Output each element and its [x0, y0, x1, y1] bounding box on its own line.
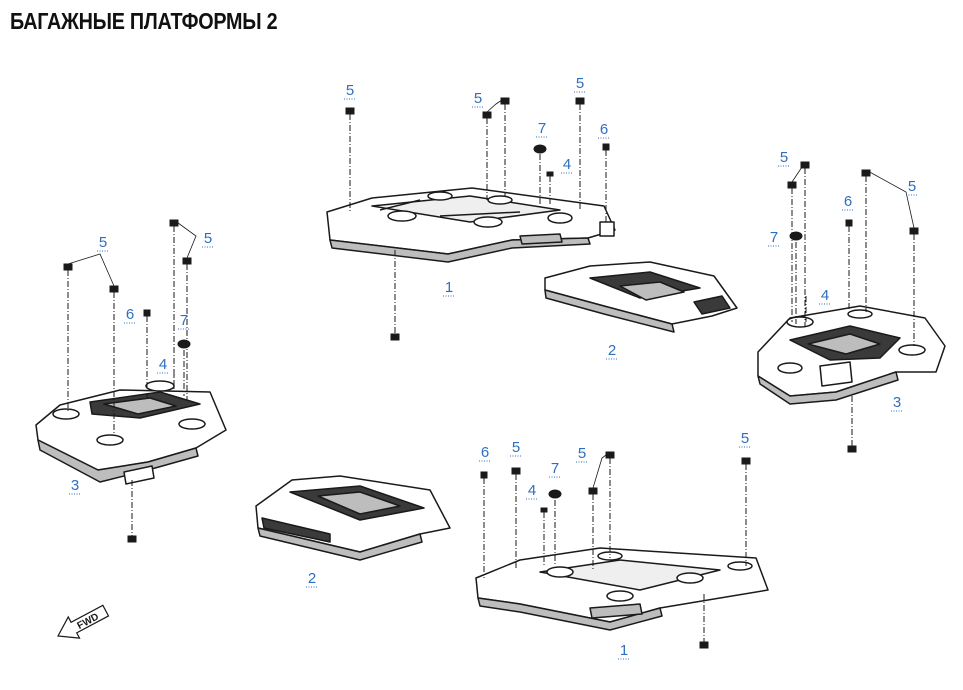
callout-number: 4 [821, 287, 829, 304]
callout-number: 7 [551, 460, 559, 477]
callout-c16: 5 [906, 178, 918, 196]
callout-c21: 2 [306, 570, 318, 588]
callout-c11: 6 [124, 306, 136, 324]
callout-number: 3 [893, 394, 901, 411]
page-title: БАГАЖНЫЕ ПЛАТФОРМЫ 2 [10, 8, 278, 34]
callout-number: 6 [844, 193, 852, 210]
callout-c28: 1 [618, 642, 630, 660]
callout-number: 5 [741, 430, 749, 447]
callout-c17: 7 [768, 229, 780, 247]
callout-number: 5 [780, 149, 788, 166]
callout-number: 5 [908, 178, 916, 195]
callout-c26: 5 [739, 430, 751, 448]
callout-number: 5 [99, 234, 107, 251]
callout-c12: 7 [178, 312, 190, 330]
callout-number: 6 [481, 444, 489, 461]
callout-number: 5 [474, 90, 482, 107]
callout-number: 7 [538, 120, 546, 137]
callout-c4: 7 [536, 120, 548, 138]
callout-c3: 5 [574, 75, 586, 93]
callout-c2: 5 [472, 90, 484, 108]
callout-number: 3 [71, 477, 79, 494]
callout-number: 4 [563, 156, 571, 173]
callout-number: 7 [770, 229, 778, 246]
leader-lines [67, 97, 915, 489]
callout-c1: 5 [344, 82, 356, 100]
callout-c20: 3 [891, 394, 903, 412]
callout-c8: 2 [606, 342, 618, 360]
callout-number: 7 [180, 312, 188, 329]
callout-c14: 3 [69, 477, 81, 495]
callout-c18: 6 [842, 193, 854, 211]
callout-number: 6 [600, 121, 608, 138]
rack-cover-part-2-bottom [255, 475, 451, 561]
callout-c22: 6 [479, 444, 491, 462]
rack-platform-part-1-bottom [475, 547, 769, 631]
callout-number: 2 [608, 342, 616, 359]
direction-arrow-label: FWD [76, 611, 101, 631]
callout-c5: 6 [598, 121, 610, 139]
callout-c24: 7 [549, 460, 561, 478]
fasteners [63, 97, 919, 649]
callout-number: 5 [578, 445, 586, 462]
callout-number: 4 [528, 482, 536, 499]
direction-arrow: FWD [57, 604, 110, 639]
callout-number: 2 [308, 570, 316, 587]
callout-c9: 5 [97, 234, 109, 252]
callout-number: 5 [204, 230, 212, 247]
callout-number: 1 [620, 642, 628, 659]
callout-c10: 5 [202, 230, 214, 248]
callout-number: 1 [445, 279, 453, 296]
callout-c19: 4 [819, 287, 831, 305]
callout-c23: 5 [510, 439, 522, 457]
rack-platform-part-3-left [35, 380, 227, 485]
callout-number: 5 [576, 75, 584, 92]
callout-c25: 5 [576, 445, 588, 463]
rack-platform-part-1-top [326, 187, 616, 263]
callout-number: 6 [126, 306, 134, 323]
callout-number: 4 [159, 356, 167, 373]
callout-c15: 5 [778, 149, 790, 167]
rack-platform-part-3-right [757, 305, 946, 405]
callout-c7: 1 [443, 279, 455, 297]
callout-c27: 4 [526, 482, 538, 500]
callout-c13: 4 [157, 356, 169, 374]
callout-c6: 4 [561, 156, 573, 174]
callout-number: 5 [512, 439, 520, 456]
callout-number: 5 [346, 82, 354, 99]
rack-cover-part-2-top [544, 261, 738, 333]
